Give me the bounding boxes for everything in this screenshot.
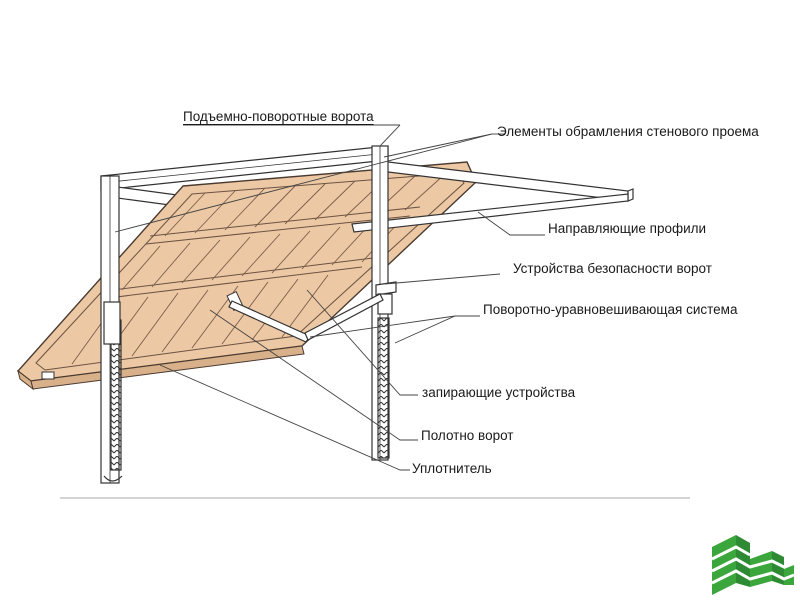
left-post	[100, 175, 123, 484]
callout-guides: Направляющие профили	[548, 221, 707, 236]
balance-arm	[228, 293, 384, 343]
leader-lines	[114, 124, 545, 471]
callout-seal: Уплотнитель	[412, 461, 492, 476]
callout-balance: Поворотно-уравновешивающая система	[483, 302, 738, 317]
right-post	[371, 145, 397, 461]
callout-locks: запирающие устройства	[422, 385, 576, 400]
callout-panel: Полотно ворот	[421, 428, 514, 443]
building-stairs-logo-icon	[711, 535, 795, 595]
gate-panel	[16, 161, 477, 391]
diagram-title: Подъемно-поворотные ворота	[183, 109, 374, 124]
callout-safety: Устройства безопасности ворот	[513, 261, 712, 276]
callout-framing: Элементы обрамления стенового проема	[497, 124, 759, 139]
